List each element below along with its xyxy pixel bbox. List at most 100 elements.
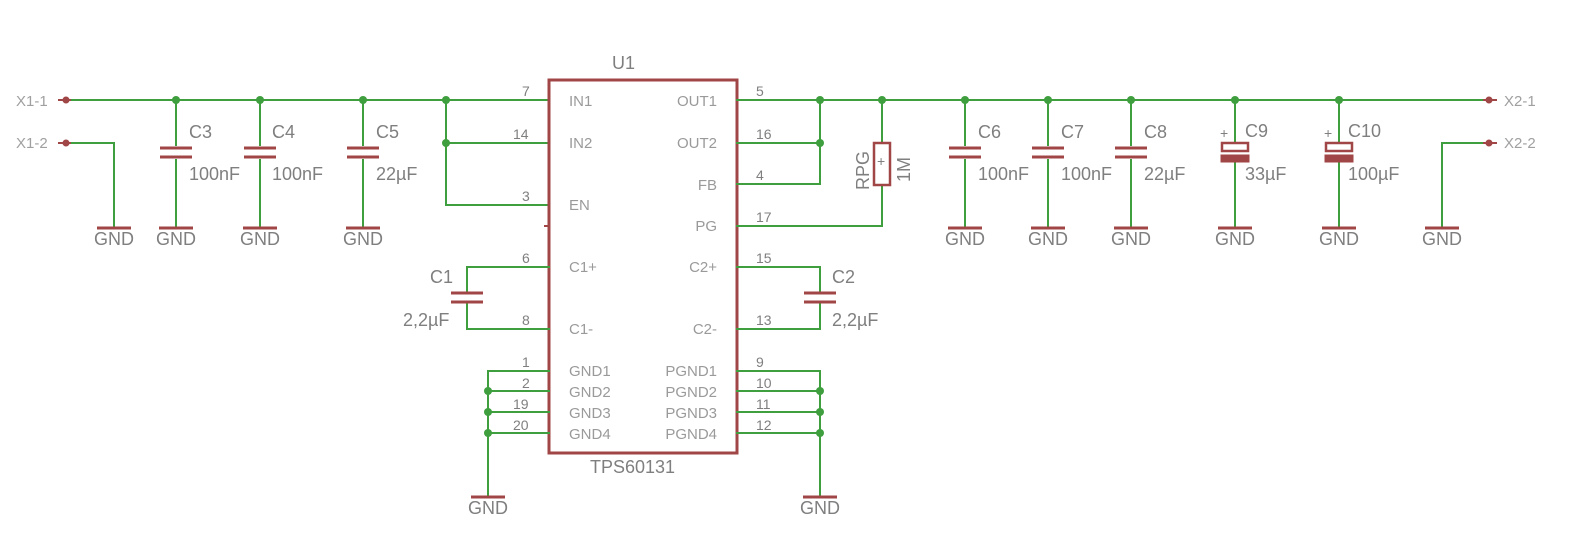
capacitor-value: 100nF: [978, 164, 1029, 184]
connector-label-x2-1: X2-1: [1504, 93, 1536, 110]
ground-symbol: GND: [343, 226, 383, 249]
ground-label: GND: [94, 229, 134, 249]
pin-name: GND4: [569, 426, 611, 443]
connector-pin-head-x1-1: [62, 96, 70, 104]
capacitor-c10: + C10 100µF: [1324, 121, 1399, 184]
pin-name: PGND2: [665, 384, 717, 401]
junction: [256, 96, 264, 104]
pin-name: IN2: [569, 135, 592, 152]
ground-label: GND: [1422, 229, 1462, 249]
pin-name: PGND1: [665, 363, 717, 380]
capacitor-value: 33µF: [1245, 164, 1286, 184]
pin-name: PGND4: [665, 426, 717, 443]
output-wires: [736, 96, 1484, 227]
capacitor-c5: C5 22µF: [347, 122, 417, 184]
pin-name: C1-: [569, 321, 593, 338]
ground-label: GND: [156, 229, 196, 249]
pin-number: 17: [756, 209, 772, 225]
pin-number: 5: [756, 83, 764, 99]
ground-symbol: GND: [800, 495, 840, 518]
capacitor-value: 100nF: [272, 164, 323, 184]
connector-pin-head-x2-1: [1485, 96, 1493, 104]
pin-name: C2-: [693, 321, 717, 338]
ground-symbol: GND: [1422, 226, 1462, 249]
pin-number: 4: [756, 167, 764, 183]
input-wires: [71, 96, 550, 227]
capacitor-c2: C2 2,2µF: [736, 266, 878, 330]
pin-number: 13: [756, 312, 772, 328]
junction: [816, 387, 824, 395]
connector-x1: X1-1 X1-2: [16, 93, 72, 152]
capacitor-ref: C3: [189, 122, 212, 142]
ground-label: GND: [1215, 229, 1255, 249]
capacitor-c8: C8 22µF: [1115, 122, 1185, 184]
pin-name: GND1: [569, 363, 611, 380]
pin-number: 2: [522, 375, 530, 391]
ground-symbol: GND: [1028, 226, 1068, 249]
capacitor-value: 2,2µF: [832, 310, 878, 330]
pin-number: 20: [513, 417, 529, 433]
capacitor-ref: C10: [1348, 121, 1381, 141]
polarity-plus: +: [1324, 125, 1332, 141]
capacitor-c1: C1 2,2µF: [403, 266, 550, 330]
capacitor-c6: C6 100nF: [949, 122, 1029, 184]
junction: [442, 96, 450, 104]
ground-symbol: GND: [1319, 226, 1359, 249]
pin-number: 10: [756, 375, 772, 391]
capacitor-c4: C4 100nF: [244, 122, 323, 184]
junction: [484, 408, 492, 416]
junction: [484, 429, 492, 437]
polarity-plus: +: [1220, 125, 1228, 141]
connector-x2: X2-1 X2-2: [1483, 93, 1536, 152]
pin-name: PG: [695, 218, 717, 235]
pin-name: GND3: [569, 405, 611, 422]
connector-label-x1-2: X1-2: [16, 135, 48, 152]
pin-number: 7: [522, 83, 530, 99]
capacitor-ref: C6: [978, 122, 1001, 142]
capacitor-ref: C2: [832, 267, 855, 287]
pin-number: 3: [522, 188, 530, 204]
pin-name: EN: [569, 197, 590, 214]
ground-label: GND: [1028, 229, 1068, 249]
connector-pin-head-x1-2: [62, 139, 70, 147]
junction: [878, 96, 886, 104]
ground-symbol: GND: [1215, 226, 1255, 249]
pin-name: OUT1: [677, 93, 717, 110]
ic-ref: U1: [612, 53, 635, 73]
ground-label: GND: [800, 498, 840, 518]
capacitor-ref: C9: [1245, 121, 1268, 141]
resistor-body: [872, 141, 892, 187]
ground-symbol: GND: [156, 226, 196, 249]
ground-symbol: GND: [945, 226, 985, 249]
junction: [484, 387, 492, 395]
capacitor-value: 100µF: [1348, 164, 1399, 184]
pin-number: 15: [756, 250, 772, 266]
resistor-value: 1M: [894, 157, 914, 182]
ground-label: GND: [1319, 229, 1359, 249]
ic-value: TPS60131: [590, 457, 675, 477]
capacitor-c9: + C9 33µF: [1220, 121, 1286, 184]
capacitor-value: 100nF: [189, 164, 240, 184]
junction: [442, 139, 450, 147]
pin-name: GND2: [569, 384, 611, 401]
capacitor-value: 100nF: [1061, 164, 1112, 184]
connector-label-x1-1: X1-1: [16, 93, 48, 110]
capacitor-c7: C7 100nF: [1032, 122, 1112, 184]
connector-pin-head-x2-2: [1485, 139, 1493, 147]
ic-u1: U1 TPS60131 7 14 3 6 8 1 2 19 20 IN1 IN2…: [513, 53, 772, 477]
junction: [816, 139, 824, 147]
capacitor-ref: C8: [1144, 122, 1167, 142]
connector-label-x2-2: X2-2: [1504, 135, 1536, 152]
ground-pin-wires: [484, 370, 824, 497]
pin-name: C2+: [689, 259, 717, 276]
ground-label: GND: [1111, 229, 1151, 249]
pin-number: 11: [756, 396, 771, 412]
capacitor-value: 22µF: [376, 164, 417, 184]
ground-label: GND: [945, 229, 985, 249]
junction: [816, 96, 824, 104]
pin-name: IN1: [569, 93, 592, 110]
ground-symbol: GND: [240, 226, 280, 249]
pin-name: FB: [698, 177, 717, 194]
pin-name: OUT2: [677, 135, 717, 152]
